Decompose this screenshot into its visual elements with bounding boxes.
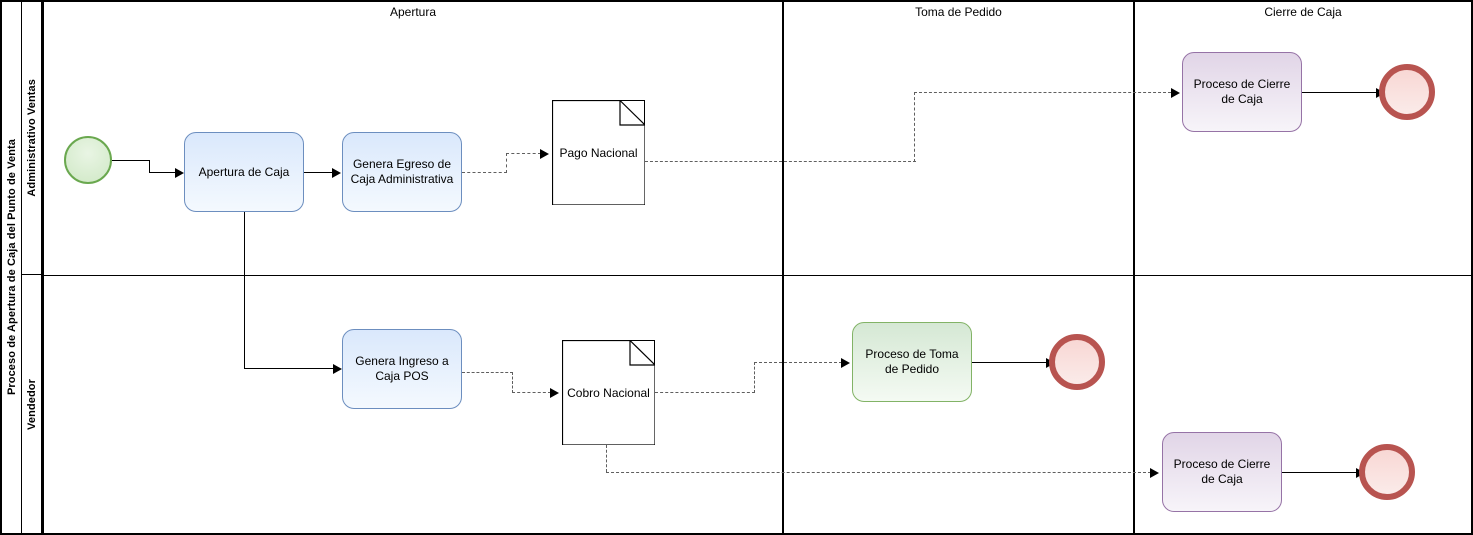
lane-label-text: Vendedor (25, 378, 38, 430)
flow-apertura-to-ingreso-arrow (333, 364, 342, 374)
flow-apertura-to-ingreso-seg2 (244, 368, 334, 369)
assoc-ingreso-to-cobro-seg3 (512, 392, 551, 393)
end-event-vendedor[interactable] (1359, 444, 1415, 500)
assoc-ingreso-to-cobro-seg1 (462, 372, 513, 373)
data-object-label: Cobro Nacional (567, 385, 650, 400)
assoc-egreso-to-pago-seg3 (506, 153, 541, 154)
assoc-egreso-to-pago-seg2 (506, 153, 507, 173)
assoc-pago-to-cierre-seg1 (645, 161, 916, 162)
assoc-cobro-to-toma-seg3 (754, 362, 842, 363)
lane-label-vendedor: Vendedor (22, 275, 42, 533)
flow-start-to-apertura-seg1 (112, 160, 150, 161)
phase-divider-2 (1133, 2, 1135, 533)
flow-start-to-apertura-seg3 (149, 172, 176, 173)
flow-apertura-to-ingreso-seg1 (244, 212, 245, 369)
end-event-toma-pedido[interactable] (1049, 334, 1105, 390)
flow-cierre-to-end-vendedor (1282, 472, 1357, 473)
phase-divider-1 (782, 2, 784, 533)
subprocess-cierre-de-caja-admin[interactable]: Proceso de Cierre de Caja (1182, 52, 1302, 132)
subprocess-label: Proceso de Cierre de Caja (1193, 77, 1291, 106)
end-event-admin[interactable] (1379, 64, 1435, 120)
assoc-egreso-to-pago-arrow (540, 149, 549, 159)
data-object-pago-nacional[interactable]: Pago Nacional (552, 100, 645, 205)
flow-start-to-apertura-seg2 (149, 160, 150, 173)
assoc-ingreso-to-cobro-seg2 (512, 372, 513, 393)
assoc-pago-to-cierre-seg3 (914, 92, 1171, 93)
data-object-cobro-nacional[interactable]: Cobro Nacional (562, 340, 655, 445)
document-fold-icon (552, 100, 645, 205)
subprocess-cierre-de-caja-vendedor[interactable]: Proceso de Cierre de Caja (1162, 432, 1282, 512)
assoc-cobro-to-toma-seg2 (754, 362, 755, 393)
pool-label: Proceso de Apertura de Caja del Punto de… (2, 2, 22, 533)
lane-divider (42, 275, 1471, 276)
assoc-cobro-to-toma-arrow (841, 358, 850, 368)
lane-label-text: Administrativo Ventas (25, 79, 38, 197)
task-label: Genera Egreso de Caja Administrativa (350, 157, 454, 186)
task-apertura-de-caja[interactable]: Apertura de Caja (184, 132, 304, 212)
flow-cierre-to-end-admin (1302, 92, 1377, 93)
assoc-ingreso-to-cobro-arrow (550, 388, 559, 398)
flow-apertura-to-egreso-arrow (332, 168, 341, 178)
task-label: Apertura de Caja (198, 164, 290, 179)
task-genera-ingreso-caja-pos[interactable]: Genera Ingreso a Caja POS (342, 329, 462, 409)
pool-label-text: Proceso de Apertura de Caja del Punto de… (5, 139, 18, 396)
subprocess-toma-de-pedido[interactable]: Proceso de Toma de Pedido (852, 322, 972, 402)
flow-toma-to-end (972, 362, 1047, 363)
assoc-cobro-to-cierre-seg2 (606, 472, 1151, 473)
assoc-cobro-to-cierre-arrow (1150, 468, 1159, 478)
assoc-pago-to-cierre-arrow (1171, 88, 1180, 98)
phase-header-toma-de-pedido: Toma de Pedido (915, 5, 1002, 19)
task-genera-egreso-caja-administrativa[interactable]: Genera Egreso de Caja Administrativa (342, 132, 462, 212)
flow-start-to-apertura-arrow (175, 168, 184, 178)
flow-apertura-to-egreso (304, 172, 333, 173)
lane-label-administrativo-ventas: Administrativo Ventas (22, 2, 42, 275)
subprocess-label: Proceso de Cierre de Caja (1173, 457, 1271, 486)
data-object-label: Pago Nacional (559, 145, 638, 160)
assoc-cobro-to-cierre-seg1 (606, 445, 607, 472)
subprocess-label: Proceso de Toma de Pedido (865, 347, 959, 376)
task-label: Genera Ingreso a Caja POS (355, 354, 449, 383)
document-fold-icon (562, 340, 655, 445)
start-event[interactable] (64, 136, 112, 184)
assoc-pago-to-cierre-seg2 (914, 92, 915, 162)
assoc-cobro-to-toma-seg1 (655, 392, 755, 393)
pool-left-border (42, 2, 44, 533)
phase-header-apertura: Apertura (389, 5, 437, 19)
assoc-egreso-to-pago-seg1 (462, 172, 507, 173)
phase-header-cierre-de-caja: Cierre de Caja (1264, 5, 1342, 19)
